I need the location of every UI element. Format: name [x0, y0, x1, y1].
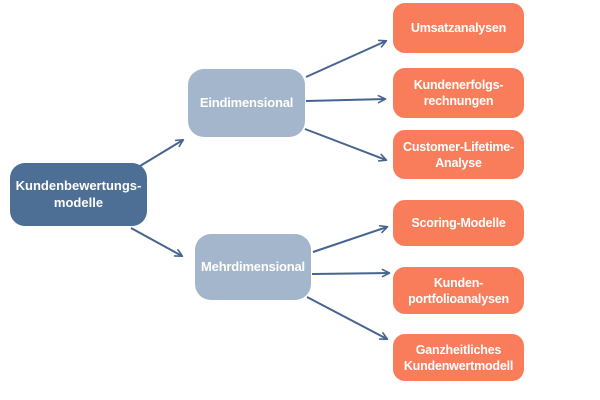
node-umsatzanalysen: Umsatzanalysen	[393, 3, 524, 53]
arrow-root-to-eindimensional	[139, 138, 185, 167]
node-ganzheitliches-kundenwertmodell: Ganzheitliches Kundenwertmodell	[393, 334, 524, 381]
node-kundenportfolioanalysen: Kunden- portfolioanalysen	[393, 267, 524, 314]
arrow-eindimensional-to-customer-lifetime-analyse	[304, 128, 388, 162]
node-mehrdimensional: Mehrdimensional	[195, 234, 311, 300]
node-scoring-modelle: Scoring-Modelle	[393, 200, 524, 246]
node-eindimensional: Eindimensional	[188, 69, 305, 137]
arrow-root-to-mehrdimensional	[130, 227, 184, 258]
node-kundenerfolgsrechnungen: Kundenerfolgs- rechnungen	[393, 68, 524, 118]
node-customer-lifetime-analyse: Customer-Lifetime- Analyse	[393, 130, 524, 179]
arrow-mehrdimensional-to-scoring-modelle	[312, 224, 389, 253]
arrow-mehrdimensional-to-ganzheitliches-kundenwertmodell	[306, 296, 389, 341]
arrow-mehrdimensional-to-kundenportfolioanalysen	[311, 268, 391, 278]
node-kundenbewertungsmodelle: Kundenbewertungs- modelle	[10, 163, 147, 226]
arrow-eindimensional-to-umsatzanalysen	[305, 39, 388, 78]
arrow-eindimensional-to-kundenerfolgsrechnungen	[305, 94, 387, 104]
